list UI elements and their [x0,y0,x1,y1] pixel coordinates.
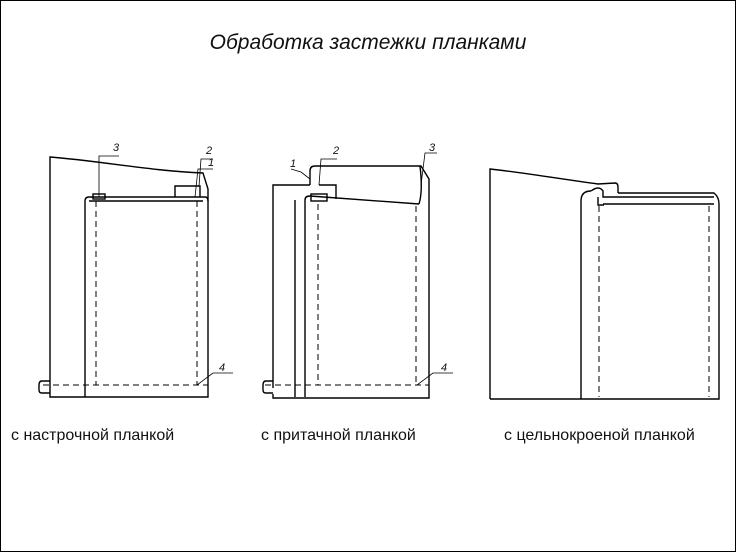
fig3-fold-line [580,190,592,399]
fig2-hem-turn [262,380,273,394]
fig1-leader-1 [194,168,213,198]
fig1-hem-turn [38,380,50,394]
fig2-label-1: 1 [290,158,296,170]
figure-overlay-placket: 3 2 1 4 [38,142,233,398]
fig2-leader-4 [416,372,453,386]
fig1-label-3: 3 [113,142,120,154]
fig2-leader-3 [420,152,437,186]
fig2-shelf-outline [272,184,310,388]
fig3-placket-top [590,187,714,198]
fig1-label-4: 4 [219,362,225,374]
fig2-seam-allowance [310,193,328,202]
figure-cut-in-one-placket [489,168,720,400]
caption-cut-in-one-placket: с цельнокроеной планкой [504,427,695,444]
fig1-leader-4 [196,372,233,386]
fig2-leader-1 [290,168,311,180]
fig1-label-2: 2 [205,145,212,157]
fig1-leader-3 [98,155,119,197]
fig3-shelf-outline [489,168,619,399]
page-title: Обработка застежки планками [209,31,527,54]
fig1-placket-outline [84,196,209,397]
fig2-neck-curve [418,165,422,205]
fig1-shelf-outline [49,156,209,398]
fig3-corner-detail [597,197,604,206]
fig2-placket-outline [304,195,420,397]
fig2-label-3: 3 [429,142,436,154]
figure-sewn-on-placket: 1 2 3 4 [262,142,453,399]
caption-sewn-on-placket: с притачной планкой [261,427,416,444]
fig2-label-4: 4 [441,362,447,374]
fig2-leader-2 [318,158,337,186]
caption-overlay-placket: с настрочной планкой [11,427,175,444]
fig2-label-2: 2 [332,145,339,157]
fig3-front-outline [490,192,720,400]
fig1-leader-2 [198,158,213,187]
fig2-facing-step [319,184,337,199]
fig2-front-outline [272,165,430,399]
fig1-neck-facing [174,185,201,197]
fig1-label-1: 1 [208,157,214,169]
